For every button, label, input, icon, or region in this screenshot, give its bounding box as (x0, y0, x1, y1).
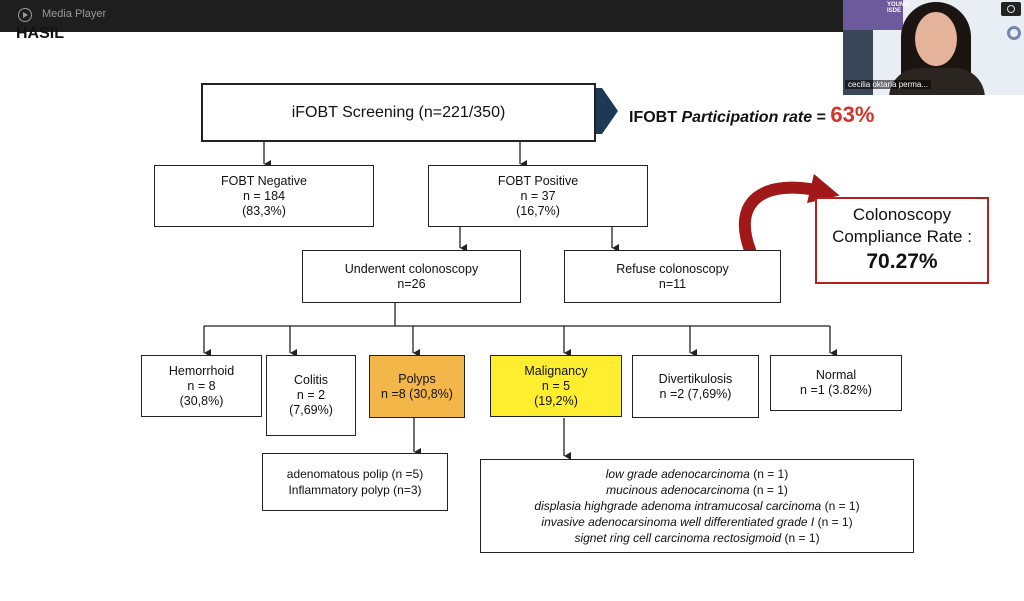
normal-title: Normal (815, 368, 857, 382)
polyps-box: Polyps n =8 (30,8%) (369, 355, 465, 418)
media-player-icon (18, 8, 32, 22)
polyp-type-name: Inflammatory polyp (288, 483, 390, 497)
event-banner-text: YOUNG ISDE (887, 2, 910, 14)
participation-rate: IFOBT Participation rate = 63% (629, 102, 874, 128)
malignancy-type-name: signet ring cell carcinoma rectosigmoid (574, 531, 782, 545)
webcam-video-tile[interactable]: YOUNG ISDE cecilia oktaria perma... (843, 0, 1024, 95)
polyp-types-box: adenomatous polip (n =5) Inflammatory po… (262, 453, 448, 511)
malignancy-type-name: low grade adenocarcinoma (605, 467, 750, 481)
list-item: invasive adenocarsinoma well differentia… (541, 514, 852, 530)
participation-label: Participation rate (681, 109, 813, 126)
malignancy-count: n = 5 (541, 378, 571, 393)
list-item: signet ring cell carcinoma rectosigmoid … (574, 530, 819, 546)
fobt-positive-pct: (16,7%) (516, 203, 560, 218)
polyp-type-name: adenomatous polip (286, 467, 389, 481)
hemorrhoid-title: Hemorrhoid (168, 363, 235, 378)
slide-heading: HASIL (16, 25, 64, 42)
hemorrhoid-box: Hemorrhoid n = 8 (30,8%) (141, 355, 262, 417)
malignancy-pct: (19,2%) (534, 393, 578, 408)
malignancy-title: Malignancy (524, 363, 588, 378)
screening-label: iFOBT Screening (n=221/350) (291, 104, 506, 121)
event-banner (843, 0, 903, 30)
participation-value: 63% (830, 102, 875, 127)
underwent-colonoscopy-box: Underwent colonoscopy n=26 (302, 250, 521, 303)
malignancy-types-box: low grade adenocarcinoma (n = 1) mucinou… (480, 459, 914, 553)
divertikulosis-box: Divertikulosis n =2 (7,69%) (632, 355, 759, 418)
compliance-line-1: Colonoscopy (852, 205, 952, 224)
fobt-positive-title: FOBT Positive (497, 173, 579, 188)
colitis-count: n = 2 (296, 388, 326, 402)
polyps-title: Polyps (398, 371, 436, 386)
participant-face (915, 12, 957, 66)
participation-prefix: IFOBT (629, 109, 682, 126)
compliance-line-2: Compliance Rate : (832, 227, 972, 246)
malignancy-type-count: (n = 1) (784, 531, 820, 545)
participant-name: cecilia oktaria perma... (845, 80, 932, 89)
colitis-box: Colitis n = 2 (7,69%) (266, 355, 356, 436)
malignancy-type-name: displasia highgrade adenoma intramucosal… (534, 499, 822, 513)
colitis-title: Colitis (293, 373, 329, 387)
malignancy-type-count: (n = 1) (824, 499, 860, 513)
curved-arrow-icon (739, 173, 840, 256)
colitis-pct: (7,69%) (289, 403, 333, 417)
refuse-colonoscopy-box: Refuse colonoscopy n=11 (564, 250, 781, 303)
underwent-title: Underwent colonoscopy (344, 261, 479, 276)
list-item: displasia highgrade adenoma intramucosal… (534, 498, 859, 514)
list-item: low grade adenocarcinoma (n = 1) (606, 466, 788, 482)
video-options-button[interactable] (1001, 2, 1021, 16)
hemorrhoid-pct: (30,8%) (179, 393, 224, 408)
compliance-rate-box: Colonoscopy Compliance Rate : 70.27% (815, 197, 989, 284)
screening-box: iFOBT Screening (n=221/350) (201, 83, 596, 142)
fobt-negative-count: n = 184 (242, 188, 286, 203)
divertikulosis-count: n =2 (7,69%) (659, 386, 732, 401)
compliance-value: 70.27% (866, 250, 938, 273)
list-item: Inflammatory polyp (n=3) (288, 482, 421, 498)
normal-box: Normal n =1 (3.82%) (770, 355, 902, 411)
malignancy-type-name: mucinous adenocarcinoma (606, 483, 750, 497)
malignancy-type-count: (n = 1) (753, 467, 789, 481)
polyp-type-count: (n=3) (393, 483, 422, 497)
list-item: mucinous adenocarcinoma (n = 1) (606, 482, 788, 498)
fobt-negative-box: FOBT Negative n = 184 (83,3%) (154, 165, 374, 227)
polyp-type-count: (n =5) (391, 467, 424, 481)
malignancy-type-count: (n = 1) (752, 483, 788, 497)
malignancy-type-count: (n = 1) (817, 515, 853, 529)
list-item: adenomatous polip (n =5) (287, 466, 423, 482)
window-title: Media Player (42, 8, 107, 20)
underwent-count: n=26 (397, 276, 426, 291)
refuse-count: n=11 (658, 276, 687, 291)
participation-equals: = (812, 109, 831, 126)
hemorrhoid-count: n = 8 (187, 378, 216, 393)
fobt-negative-pct: (83,3%) (242, 203, 286, 218)
fobt-positive-count: n = 37 (520, 188, 556, 203)
polyps-count: n =8 (30,8%) (381, 386, 453, 401)
malignancy-box: Malignancy n = 5 (19,2%) (490, 355, 622, 417)
refuse-title: Refuse colonoscopy (616, 261, 729, 276)
fobt-negative-title: FOBT Negative (221, 173, 307, 188)
malignancy-type-name: invasive adenocarsinoma well differentia… (541, 515, 815, 529)
divertikulosis-title: Divertikulosis (658, 371, 733, 386)
normal-count: n =1 (3.82%) (800, 383, 872, 397)
ring-logo-icon (1007, 26, 1021, 40)
fobt-positive-box: FOBT Positive n = 37 (16,7%) (428, 165, 648, 227)
